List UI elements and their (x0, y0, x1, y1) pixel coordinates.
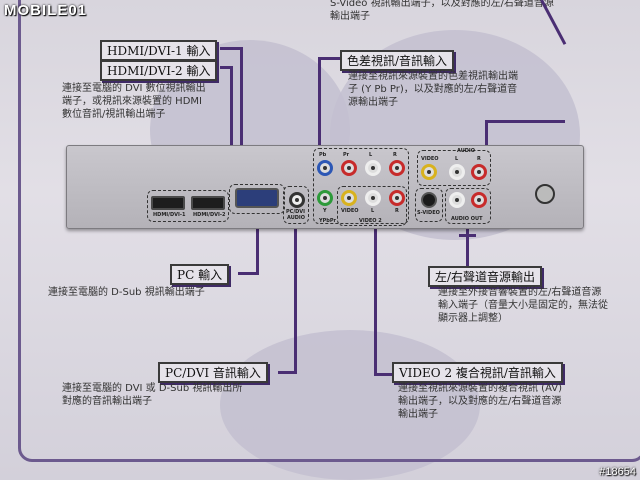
video2-video-label: VIDEO (341, 208, 359, 214)
pc-audio-jack[interactable] (289, 192, 305, 208)
line-pcaudio-v (294, 212, 297, 374)
svideo-box (417, 150, 491, 186)
audio-out-port-label: AUDIO OUT (451, 216, 483, 222)
pc-label: PC 輸入 (170, 264, 230, 285)
background-blob-bottom (220, 330, 480, 480)
video2-r-jack[interactable] (389, 190, 405, 206)
line-pc-h (238, 272, 259, 275)
component-desc-line3: 源輸出端子 (348, 97, 398, 108)
component-pr-jack[interactable] (341, 160, 357, 176)
hdmi-desc-line1: 連接至電腦的 DVI 數位視訊輸出 (62, 83, 206, 94)
hdmi-group-box (147, 190, 229, 222)
svideo-l-label: L (455, 156, 459, 162)
line-video2-h (374, 373, 396, 376)
line-hdmi2-h (220, 66, 232, 69)
svideo-audio-label: AUDIO (457, 148, 476, 154)
hdmi-desc-line2: 端子，或視訊來源裝置的 HDMI (62, 96, 202, 107)
line-comp-h (318, 57, 340, 60)
component-l-label: L (369, 152, 373, 158)
hdmi-desc-line3: 數位音訊/視訊輸出端子 (62, 109, 166, 120)
pc-vga-port[interactable] (235, 188, 279, 208)
hdmi2-label: HDMI/DVI-2 輸入 (100, 60, 218, 81)
video2-l-label: L (371, 208, 375, 214)
line-video2-v (374, 228, 377, 376)
video2-desc-line3: 輸出端子 (398, 409, 438, 420)
component-desc: 連接至視訊來源裝置的色差視訊輸出端 子 (Y Pb Pr)，以及對應的左/右聲道… (348, 70, 578, 109)
video2-label: VIDEO 2 複合視訊/音訊輸入 (392, 362, 563, 383)
component-pb-jack[interactable] (317, 160, 333, 176)
pc-audio-desc-line2: 對應的音訊輸出端子 (62, 396, 152, 407)
pc-audio-label1: PC/DVI (286, 209, 306, 215)
audio-out-desc: 連接至外接音響裝置的左/右聲道音源 輸入端子（音量大小是固定的，無法從 顯示器上… (438, 286, 638, 325)
video2-desc-line2: 輸出端子，以及對應的左/右聲道音源 (398, 396, 562, 407)
top-caption: S-Video 視訊輸出端子，以及對應的左/右聲道音源 輸出端子 (330, 0, 554, 23)
audio-out-desc-line2: 輸入端子（音量大小是固定的，無法從 (438, 300, 608, 311)
svideo-l-jack[interactable] (449, 164, 465, 180)
pc-audio-desc-line1: 連接至電腦的 DVI 或 D-Sub 視訊輸出所 (62, 383, 243, 394)
pc-audio-box (283, 186, 309, 224)
component-r-jack[interactable] (389, 160, 405, 176)
component-pb-label: Pb (319, 152, 327, 158)
top-caption-line2: 輸出端子 (330, 11, 370, 22)
audio-out-desc-line3: 顯示器上調整） (438, 313, 508, 324)
video2-group-label: VIDEO 2 (359, 218, 382, 224)
video2-l-jack[interactable] (365, 190, 381, 206)
component-label: 色差視訊/音訊輸入 (340, 50, 455, 71)
svideo-port-label: S-VIDEO (417, 210, 440, 216)
svideo-r-label: R (477, 156, 481, 162)
pc-desc-line1: 連接至電腦的 D-Sub 視訊輸出端子 (48, 287, 205, 298)
pc-audio-desc: 連接至電腦的 DVI 或 D-Sub 視訊輸出所 對應的音訊輸出端子 (62, 382, 242, 408)
line-hdmi1-v (240, 47, 243, 165)
svideo-port-box (415, 188, 443, 222)
audio-out-box (445, 188, 491, 224)
power-ring (535, 184, 555, 204)
video2-r-label: R (395, 208, 399, 214)
component-box (313, 148, 409, 224)
line-hdmi2-v (230, 66, 233, 188)
line-comp-v (318, 57, 321, 149)
pc-audio-label2: AUDIO (287, 215, 306, 221)
video2-box (337, 186, 407, 226)
svideo-video-jack[interactable] (421, 164, 437, 180)
component-y-jack[interactable] (317, 190, 333, 206)
line-top-h (485, 120, 565, 123)
line-pc-v (256, 215, 259, 275)
line-audioout-v (466, 226, 469, 276)
svideo-video-label: VIDEO (421, 156, 439, 162)
watermark-brand: MOBILE01 (4, 2, 88, 19)
pc-desc: 連接至電腦的 D-Sub 視訊輸出端子 (48, 286, 205, 299)
hdmi2-port[interactable] (191, 196, 225, 210)
video2-video-jack[interactable] (341, 190, 357, 206)
diagram-frame (18, 0, 640, 462)
component-l-jack[interactable] (365, 160, 381, 176)
component-r-label: R (393, 152, 397, 158)
top-caption-line1: S-Video 視訊輸出端子，以及對應的左/右聲道音源 (330, 0, 554, 9)
component-ypbpr-label: YPbPr (319, 218, 336, 224)
audio-out-r-jack[interactable] (471, 192, 487, 208)
svideo-port[interactable] (421, 192, 437, 208)
audio-out-label: 左/右聲道音源輸出 (428, 266, 543, 287)
pc-audio-label: PC/DVI 音訊輸入 (158, 362, 268, 383)
line-top-v (485, 120, 488, 150)
line-audioout-cap (459, 234, 476, 237)
video2-desc-line1: 連接至視訊來源裝置的複合視訊 (AV) (398, 383, 563, 394)
audio-out-l-jack[interactable] (449, 192, 465, 208)
svideo-r-jack[interactable] (471, 164, 487, 180)
line-hdmi1-h (220, 47, 242, 50)
connector-panel: HDMI/DVI-1 HDMI/DVI-2 PC/DVI AUDIO Pb Pr… (66, 145, 584, 229)
hdmi1-label: HDMI/DVI-1 輸入 (100, 40, 218, 61)
hdmi1-port[interactable] (151, 196, 185, 210)
component-pr-label: Pr (343, 152, 350, 158)
component-y-label: Y (323, 208, 327, 214)
component-desc-line2: 子 (Y Pb Pr)，以及對應的左/右聲道音 (348, 84, 518, 95)
line-pcaudio-h (278, 371, 297, 374)
hdmi1-port-label: HDMI/DVI-1 (153, 212, 186, 218)
audio-out-desc-line1: 連接至外接音響裝置的左/右聲道音源 (438, 287, 602, 298)
watermark-post-id: #18654 (599, 466, 636, 478)
pc-group-box (229, 184, 285, 214)
hdmi-desc: 連接至電腦的 DVI 數位視訊輸出 端子，或視訊來源裝置的 HDMI 數位音訊/… (62, 82, 242, 121)
hdmi2-port-label: HDMI/DVI-2 (193, 212, 226, 218)
video2-desc: 連接至視訊來源裝置的複合視訊 (AV) 輸出端子，以及對應的左/右聲道音源 輸出… (398, 382, 628, 421)
component-desc-line1: 連接至視訊來源裝置的色差視訊輸出端 (348, 71, 518, 82)
